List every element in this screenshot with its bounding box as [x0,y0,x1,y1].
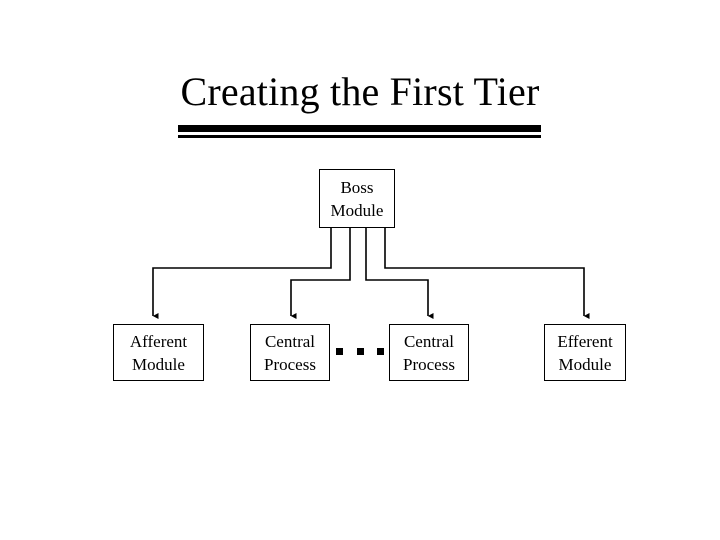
connector-boss-to-central-1 [290,228,351,319]
node-efferent-module-line-2: Module [558,354,612,374]
ellipsis-dots [336,345,384,357]
ellipsis-dot-3 [377,347,384,355]
connector-boss-to-afferent [152,228,332,319]
node-central-process-1-line-2: Process [264,354,316,374]
node-boss-module-line-2: Module [330,200,384,220]
title-underline-rule [178,125,541,138]
node-boss-module-line-1: Boss [340,177,374,197]
node-afferent-module[interactable]: Afferent Module [113,324,204,381]
connector-boss-to-efferent [384,228,590,319]
node-central-process-1-line-1: Central [264,331,316,351]
node-afferent-module-line-2: Module [132,354,185,374]
node-afferent-module-line-1: Afferent [129,331,188,351]
node-central-process-2-line-1: Central [403,331,455,351]
node-boss-module[interactable]: Boss Module [319,169,395,228]
node-efferent-module-line-1: Efferent [557,331,613,351]
page-title: Creating the First Tier [180,69,540,114]
node-central-process-2-line-2: Process [403,354,455,374]
connector-boss-to-central-2 [365,228,434,319]
ellipsis-dot-1 [336,347,343,355]
ellipsis-dot-2 [356,347,364,355]
title-rule-thick-bar [178,125,541,132]
node-central-process-2[interactable]: Central Process [389,324,469,381]
node-central-process-1[interactable]: Central Process [250,324,330,381]
title-rule-thin-bar [178,135,541,138]
node-efferent-module[interactable]: Efferent Module [544,324,626,381]
